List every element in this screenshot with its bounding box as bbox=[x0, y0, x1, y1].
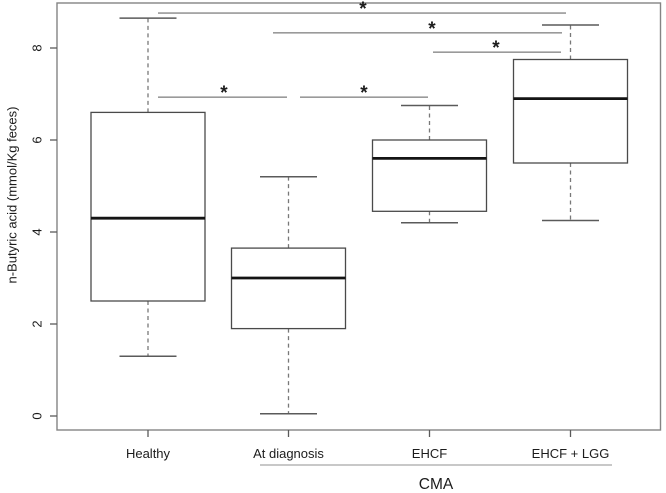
x-tick-label-healthy: Healthy bbox=[126, 446, 171, 461]
y-tick-label-4: 4 bbox=[30, 228, 45, 235]
plot-border bbox=[56, 2, 662, 431]
significance-asterisk-healthy-vs-ehcf-lgg: * bbox=[359, 0, 367, 20]
y-axis-label: n-Butyric acid (mmol/Kg feces) bbox=[5, 107, 20, 284]
y-tick-label-0: 0 bbox=[30, 412, 45, 419]
iqr-box-at-diagnosis bbox=[230, 247, 347, 330]
x-tick-label-ehcf-lgg: EHCF + LGG bbox=[532, 446, 610, 461]
iqr-box-healthy bbox=[90, 111, 206, 302]
y-tick-label-6: 6 bbox=[30, 136, 45, 143]
significance-asterisk-ehcf-vs-ehcf-lgg: * bbox=[492, 38, 500, 59]
y-tick-label-8: 8 bbox=[30, 44, 45, 51]
iqr-box-ehcf-lgg bbox=[512, 58, 629, 164]
x-axis-label-cma: CMA bbox=[419, 476, 454, 493]
x-tick-label-ehcf: EHCF bbox=[412, 446, 447, 461]
significance-asterisk-healthy-vs-at-diagnosis: * bbox=[220, 83, 228, 104]
significance-asterisk-at-diagnosis-vs-ehcf-lgg: * bbox=[428, 19, 436, 40]
x-tick-label-at-diagnosis: At diagnosis bbox=[253, 446, 324, 461]
significance-asterisk-at-diagnosis-vs-ehcf: * bbox=[360, 83, 368, 104]
iqr-box-ehcf bbox=[371, 139, 488, 212]
y-tick-label-2: 2 bbox=[30, 320, 45, 327]
